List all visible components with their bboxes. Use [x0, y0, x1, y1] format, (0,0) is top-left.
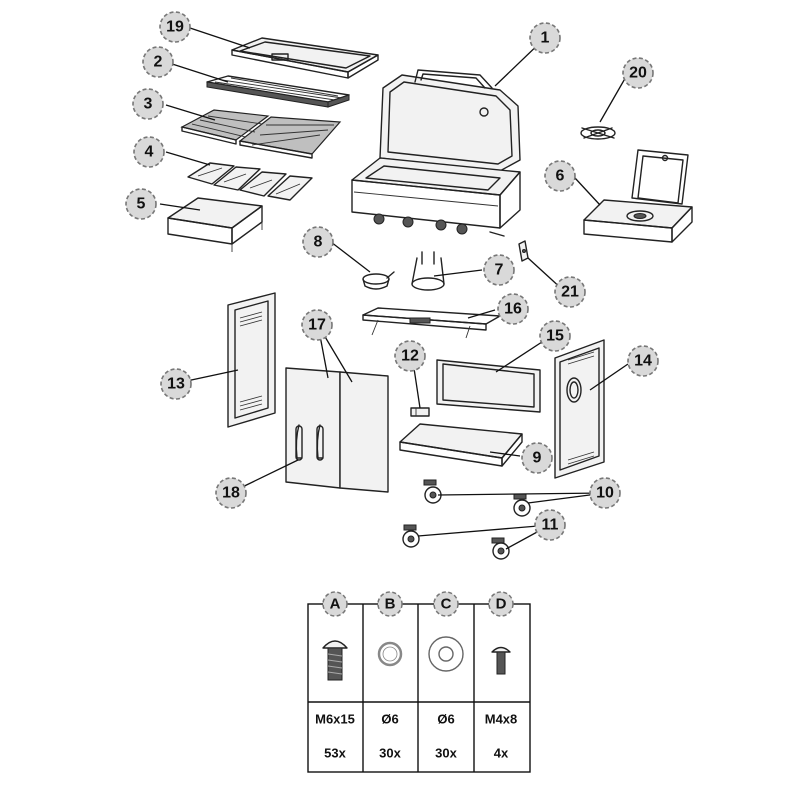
svg-text:3: 3	[144, 96, 153, 113]
hardware-qty-c: 30x	[435, 746, 457, 761]
svg-text:8: 8	[314, 234, 323, 251]
svg-text:1: 1	[541, 30, 550, 47]
part-drip-tray	[231, 37, 379, 79]
svg-text:D: D	[496, 596, 507, 613]
screw-icon	[491, 646, 511, 675]
callout-10: 10	[589, 477, 621, 509]
svg-text:A: A	[330, 596, 341, 613]
svg-text:7: 7	[495, 262, 504, 279]
bolt-icon	[322, 640, 348, 681]
part-bottom-shelf	[399, 423, 523, 467]
callout-20: 20	[622, 57, 654, 89]
part-cup-holder	[411, 251, 445, 291]
callout-13: 13	[160, 368, 192, 400]
callout-8: 8	[302, 226, 334, 258]
svg-text:10: 10	[596, 485, 614, 502]
svg-text:16: 16	[504, 301, 522, 318]
svg-text:19: 19	[166, 19, 184, 36]
hardware-qty-d: 4x	[494, 746, 509, 761]
callout-15: 15	[539, 320, 571, 352]
hardware-spec-b: Ø6	[381, 712, 398, 727]
part-right-panel	[554, 339, 605, 479]
svg-text:15: 15	[546, 328, 564, 345]
callout-7: 7	[483, 254, 515, 286]
svg-text:B: B	[385, 596, 396, 613]
hardware-header-c: C	[433, 591, 459, 617]
svg-text:20: 20	[629, 65, 647, 82]
flat-washer-icon	[428, 636, 464, 672]
svg-text:13: 13	[167, 376, 185, 393]
part-grease-cup	[362, 271, 395, 290]
svg-text:12: 12	[401, 348, 419, 365]
callout-11: 11	[534, 509, 566, 541]
hardware-header-d: D	[488, 591, 514, 617]
part-casters	[402, 479, 531, 560]
callout-6: 6	[544, 160, 576, 192]
svg-text:11: 11	[542, 517, 559, 534]
svg-text:C: C	[441, 596, 452, 613]
part-grill-body	[351, 69, 521, 237]
callout-1: 1	[529, 22, 561, 54]
part-cooking-grates	[180, 109, 342, 159]
svg-text:14: 14	[634, 353, 652, 370]
part-side-shelf	[167, 197, 263, 252]
callout-17: 17	[301, 309, 333, 341]
hardware-qty-a: 53x	[324, 746, 346, 761]
callout-12: 12	[394, 340, 426, 372]
part-bracket	[518, 240, 529, 262]
hardware-header-b: B	[377, 591, 403, 617]
callout-5: 5	[125, 188, 157, 220]
part-latch	[410, 407, 430, 417]
hardware-spec-a: M6x15	[315, 712, 355, 727]
svg-text:5: 5	[137, 196, 146, 213]
part-side-burner-grate	[580, 126, 616, 140]
part-flame-tamers	[187, 162, 313, 201]
svg-text:6: 6	[556, 168, 565, 185]
callout-19: 19	[159, 11, 191, 43]
hardware-table	[307, 603, 531, 773]
part-left-panel	[227, 292, 276, 428]
part-rear-brace	[362, 307, 501, 339]
callout-18: 18	[215, 477, 247, 509]
svg-text:17: 17	[308, 317, 326, 334]
callout-9: 9	[521, 442, 553, 474]
callout-16: 16	[497, 293, 529, 325]
svg-text:21: 21	[561, 284, 579, 301]
callout-2: 2	[142, 46, 174, 78]
callout-14: 14	[627, 345, 659, 377]
part-back-panel	[436, 359, 541, 413]
lock-washer-icon	[377, 641, 403, 667]
part-warming-rack	[206, 75, 350, 108]
hardware-spec-d: M4x8	[485, 712, 518, 727]
hardware-qty-b: 30x	[379, 746, 401, 761]
svg-text:2: 2	[154, 54, 163, 71]
svg-text:18: 18	[222, 485, 240, 502]
callout-3: 3	[132, 88, 164, 120]
svg-text:4: 4	[145, 144, 154, 161]
part-cabinet-doors	[285, 367, 389, 493]
callout-21: 21	[554, 276, 586, 308]
callout-4: 4	[133, 136, 165, 168]
hardware-spec-c: Ø6	[437, 712, 454, 727]
part-side-burner	[583, 149, 693, 243]
svg-text:9: 9	[533, 450, 542, 467]
hardware-header-a: A	[322, 591, 348, 617]
